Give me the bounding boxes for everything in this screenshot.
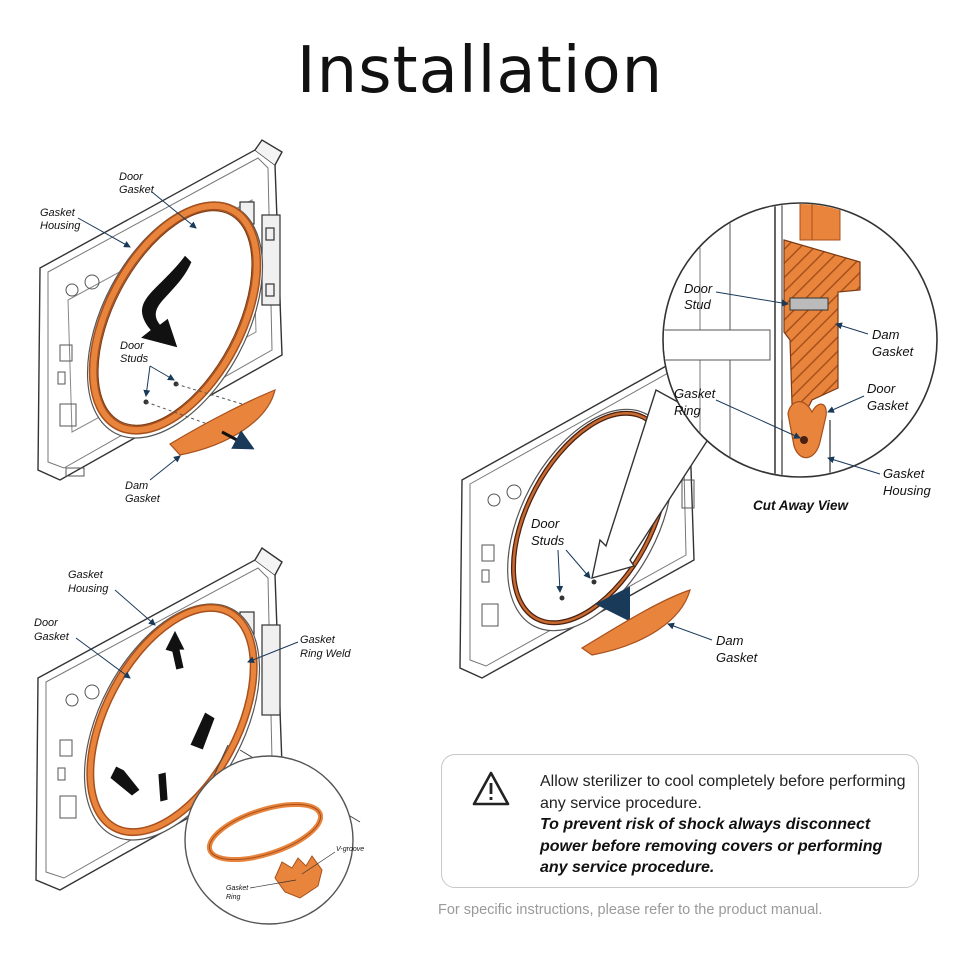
door-studs-3 [559, 579, 597, 601]
warning-triangle-icon [472, 771, 510, 806]
label-gasket-ring-detail: Gasket Ring [226, 885, 250, 901]
label-cut-away-view: Cut Away View [753, 498, 850, 513]
page-title: Installation [296, 34, 664, 108]
warning-text: Allow sterilizer to cool completely befo… [540, 771, 910, 879]
bottom-left-panel: V-groove Gasket Ring Gasket Housing Door… [34, 546, 364, 925]
label-v-groove: V-groove [336, 846, 364, 853]
label-gasket-housing-2: Gasket Housing [68, 569, 109, 595]
label-door-studs-3: Door Studs [531, 516, 565, 548]
warning-line-1: Allow sterilizer to cool completely befo… [540, 773, 906, 812]
cutaway-pointer [591, 388, 719, 579]
footer-note: For specific instructions, please refer … [438, 902, 823, 918]
label-door-gasket: Door Gasket [119, 171, 155, 196]
insertion-arrows [109, 629, 216, 803]
dam-gasket-arrow [221, 430, 255, 450]
label-gasket-housing: Gasket Housing [40, 207, 81, 232]
housing-details-3 [481, 479, 695, 627]
right-panel: Door Stud Dam Gasket Door Gasket Gasket … [459, 202, 938, 679]
label-gasket-housing-3: Gasket Housing [883, 466, 931, 498]
warning-line-2: To prevent risk of shock always disconne… [540, 816, 883, 876]
door-gasket-ring [88, 201, 262, 435]
label-gasket-ring: Gasket Ring [674, 386, 719, 418]
door-gasket-ring-2 [86, 603, 258, 837]
label-gasket-ring-weld: Gasket Ring Weld [300, 634, 351, 660]
label-door-gasket-3: Door Gasket [867, 381, 910, 413]
label-dam-gasket-top: Dam Gasket [872, 327, 915, 359]
dam-gasket [169, 389, 276, 456]
label-dam-gasket-3: Dam Gasket [716, 633, 759, 665]
housing-details-2 [57, 684, 100, 819]
label-dam-gasket: Dam Gasket [125, 480, 161, 505]
top-left-panel: Gasket Housing Door Gasket Door Studs Da… [37, 139, 283, 505]
label-door-stud: Door Stud [684, 281, 716, 312]
door-gasket-ring-3 [510, 410, 670, 626]
warning-box: Allow sterilizer to cool completely befo… [441, 754, 919, 888]
label-door-gasket-2: Door Gasket [34, 617, 70, 643]
housing-details [57, 274, 100, 477]
dam-gasket-3 [580, 589, 691, 656]
label-door-studs: Door Studs [120, 340, 149, 365]
gasket-cross-section [274, 855, 323, 899]
removal-arrow [138, 254, 193, 349]
